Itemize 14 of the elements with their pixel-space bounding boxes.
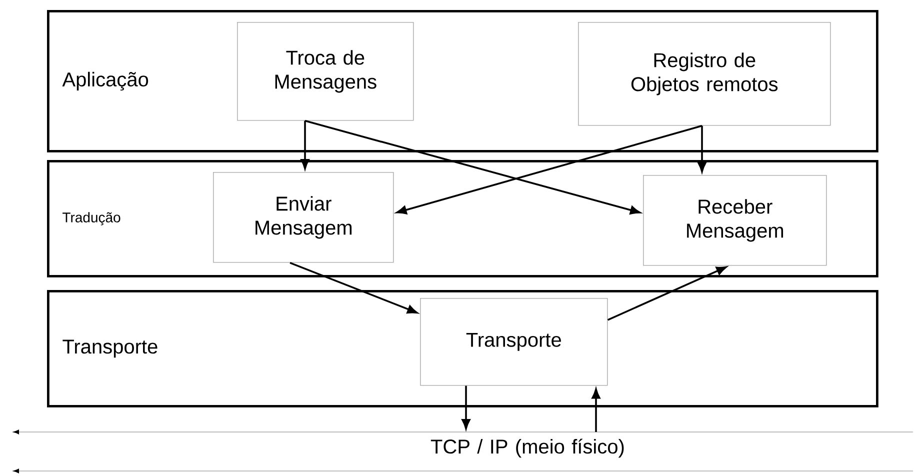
- arrow: [698, 126, 706, 172]
- arrow: [304, 120, 640, 214]
- process-box: Receber Mensagem: [643, 175, 827, 266]
- arrow: [290, 262, 418, 314]
- arrow: [607, 266, 727, 321]
- process-box: Troca de Mensagens: [237, 22, 414, 121]
- arrow: [300, 120, 310, 170]
- arrow: [592, 388, 600, 432]
- arrow: [396, 124, 702, 214]
- arrow: [462, 386, 470, 430]
- process-box: Registro de Objetos remotos: [578, 22, 831, 126]
- process-box: Transporte: [420, 298, 608, 386]
- process-box: Enviar Mensagem: [213, 172, 394, 263]
- medium-label: TCP / IP (meio físico): [430, 438, 624, 458]
